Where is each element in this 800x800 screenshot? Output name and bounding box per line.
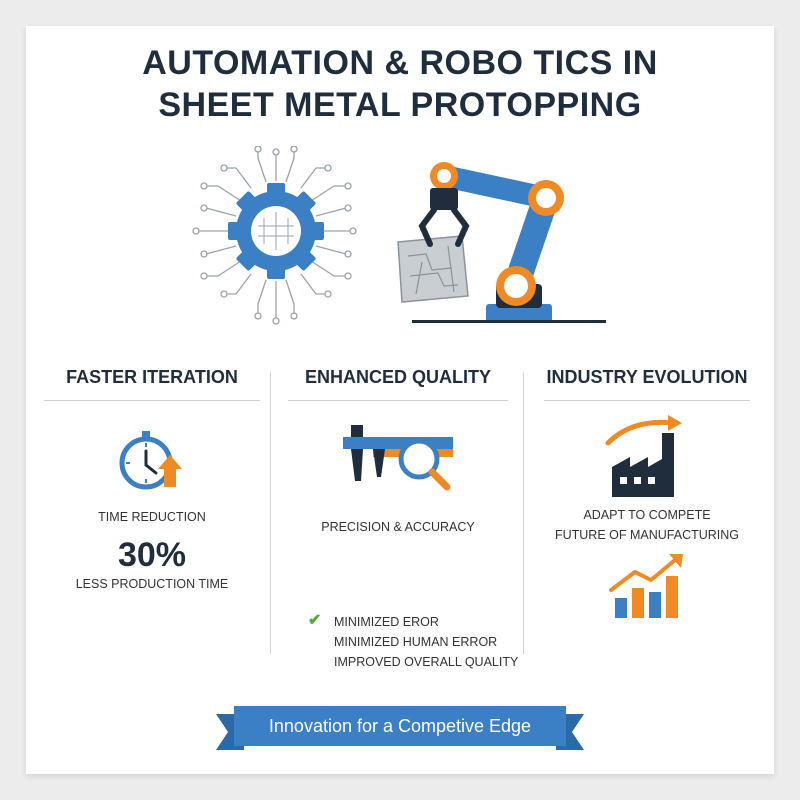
quality-checklist: ✔ MINIMIZED EROR MINIMIZED HUMAN ERROR I… [308,612,519,672]
stat-value: 30% [117,536,187,574]
column-heading: INDUSTRY EVOLUTION [546,367,748,387]
robot-arm-illustration [192,146,606,325]
checkmark-icon: ✔ [308,612,322,629]
ribbon-banner [216,706,584,750]
checklist-item: MINIMIZED HUMAN ERROR [334,635,498,649]
gear-icon [228,183,324,279]
robotic-arm-icon [412,162,606,323]
checklist-item: IMPROVED OVERALL QUALITY [334,655,519,669]
stopwatch-arrow-icon [119,431,182,490]
caliper-magnifier-icon [343,425,453,491]
heading-rule [288,400,508,401]
banner-text: Innovation for a Competive Edge [268,716,532,736]
precision-label: PRECISION & ACCURACY [321,520,475,534]
infographic-card: AUTOMATION & ROBO TICS IN SHEET METAL PR… [26,26,774,774]
column-enhanced-quality: ENHANCED QUALITY PRECISION & ACCURACY [288,362,508,534]
heading-rule [44,400,260,401]
sheet-metal-plate-icon [397,235,469,303]
page-title: AUTOMATION & ROBO TICS IN SHEET METAL PR… [26,42,774,126]
column-heading: FASTER ITERATION [66,367,238,387]
title-line-2: SHEET METAL PROTOPPING [158,86,642,124]
time-reduction-label: TIME REDUCTION [98,510,206,524]
column-faster-iteration: FASTER ITERATION TIME REDUCTION 30% LESS… [44,362,260,591]
column-industry-evolution: INDUSTRY EVOLUTION ADAPT TO COMPETE FUTU… [544,362,750,627]
heading-rule [544,400,750,401]
stat-caption: LESS PRODUCTION TIME [75,577,229,591]
adapt-label: ADAPT TO COMPETE [583,508,711,522]
future-label: FUTURE OF MANUFACTURING [554,528,740,542]
column-heading: ENHANCED QUALITY [304,367,491,387]
checklist-item: MINIMIZED EROR [334,615,439,629]
title-line-1: AUTOMATION & ROBO TICS IN [142,44,658,82]
bar-growth-icon [609,554,683,618]
column-divider [523,372,524,654]
column-divider [270,372,271,654]
factory-growth-icon [605,415,682,497]
